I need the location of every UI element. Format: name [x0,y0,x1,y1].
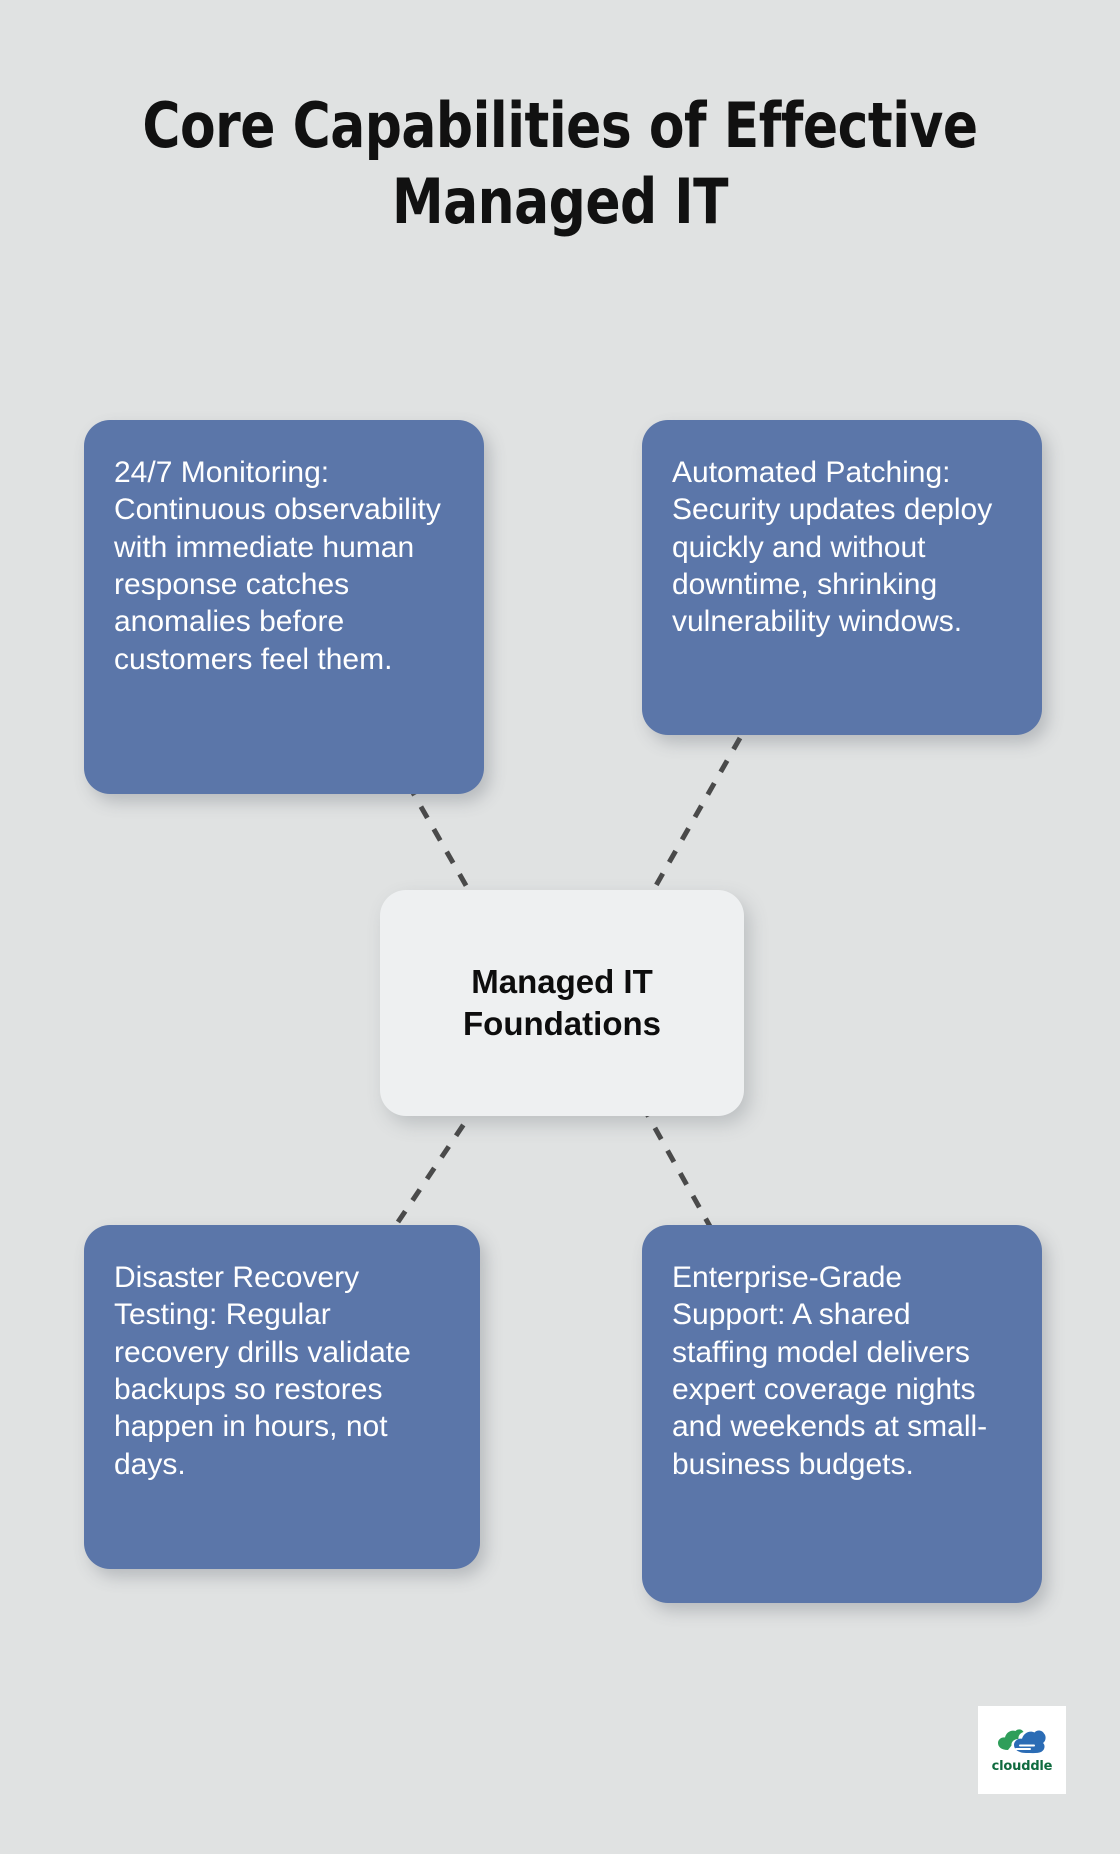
connector-center-to-monitoring [405,782,475,898]
capability-card-support: Enterprise-Grade Support: A shared staff… [642,1225,1042,1603]
connector-center-to-disaster [395,1110,475,1224]
capability-card-monitoring: 24/7 Monitoring: Continuous observabilit… [84,420,484,794]
capability-card-disaster-recovery-text: Disaster Recovery Testing: Regular recov… [114,1261,411,1481]
capability-card-disaster-recovery: Disaster Recovery Testing: Regular recov… [84,1225,480,1569]
connector-center-to-patching [647,736,743,898]
capability-card-support-text: Enterprise-Grade Support: A shared staff… [672,1261,988,1481]
capability-card-patching-text: Automated Patching: Security updates dep… [672,456,993,639]
page-title: Core Capabilities of Effective Managed I… [142,89,978,238]
capability-card-monitoring-text: 24/7 Monitoring: Continuous observabilit… [114,456,441,676]
connector-center-to-support [643,1110,715,1232]
brand-logo: clouddle [978,1706,1066,1794]
cloud-icon [996,1727,1048,1757]
center-node-label: Managed IT Foundations [463,963,661,1042]
center-node: Managed IT Foundations [380,890,744,1116]
brand-wordmark: clouddle [991,1758,1053,1774]
capability-card-patching: Automated Patching: Security updates dep… [642,420,1042,735]
